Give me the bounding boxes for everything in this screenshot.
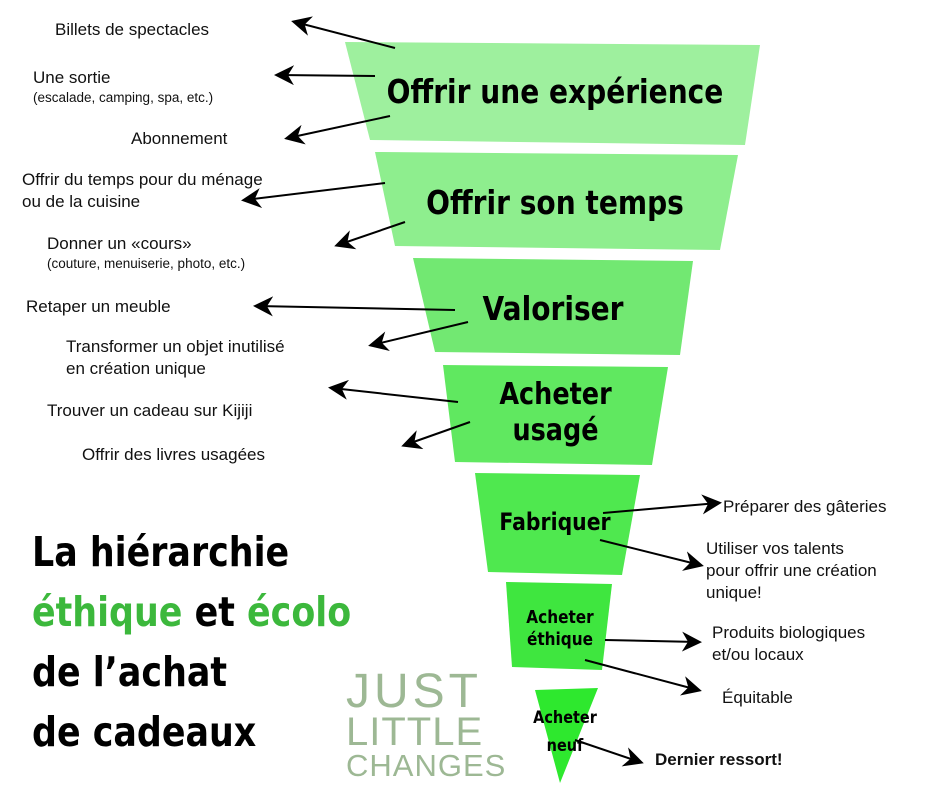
arrow	[274, 65, 376, 86]
title-accent: éthique	[32, 588, 183, 636]
arrow	[291, 16, 396, 49]
tier-label: Valoriser	[482, 289, 624, 328]
logo-line: CHANGES	[346, 748, 507, 783]
example-text: ou de la cuisine	[22, 192, 141, 211]
example-text: unique!	[706, 583, 762, 602]
title-line: de l’achat	[32, 648, 228, 696]
example-text: Offrir du temps pour du ménage	[22, 170, 263, 189]
title-accent: écolo	[247, 588, 352, 636]
tier-label-line: neuf	[546, 736, 584, 756]
example-label: Donner un «cours» (couture, menuiserie, p…	[47, 233, 245, 273]
title-text: et	[182, 588, 248, 636]
tier-6-shape	[506, 582, 612, 670]
example-subtext: (couture, menuiserie, photo, etc.)	[47, 256, 246, 271]
example-text: pour offrir une création	[706, 561, 877, 580]
arrow	[241, 182, 386, 208]
tier-label-line: usagé	[512, 413, 599, 448]
just-little-changes-logo: JUST LITTLE CHANGES	[346, 665, 507, 783]
arrow	[253, 296, 456, 317]
tier-3-shape	[413, 258, 693, 355]
tier-4-shape	[443, 365, 668, 465]
tier-label-line: éthique	[526, 628, 594, 650]
tier-label: Offrir son temps	[426, 183, 684, 222]
example-text: en création unique	[66, 359, 206, 378]
example-subtext: (escalade, camping, spa, etc.)	[33, 90, 214, 105]
arrow	[584, 659, 702, 696]
example-label: Billets de spectacles	[55, 20, 210, 39]
arrow	[401, 421, 471, 450]
example-text: et/ou locaux	[712, 645, 804, 664]
example-label: Trouver un cadeau sur Kijiji	[47, 401, 253, 420]
example-label: Offrir du temps pour du ménage ou de la c…	[22, 169, 263, 213]
example-text: Produits biologiques	[712, 623, 866, 642]
title-line: éthique et écolo	[32, 582, 351, 642]
arrow	[368, 321, 469, 351]
example-text: Donner un «cours»	[47, 234, 192, 253]
example-label: Retaper un meuble	[26, 297, 171, 316]
arrow	[604, 631, 702, 652]
example-label: Offrir des livres usagées	[82, 445, 265, 464]
tier-1-shape	[345, 42, 760, 145]
tier-label-line: Acheter	[533, 708, 597, 728]
arrow	[284, 115, 391, 145]
example-label: Préparer des gâteries	[723, 497, 887, 516]
tier-label-line: Acheter	[499, 377, 612, 412]
tier-5-shape	[475, 473, 640, 575]
title-line: de cadeaux	[32, 708, 257, 756]
tier-label: Acheter neuf	[518, 704, 612, 760]
tier-label-line: Acheter	[526, 607, 594, 628]
tier-label: Fabriquer	[499, 508, 611, 536]
example-label: Utiliser vos talents pour offrir une créa…	[706, 538, 877, 604]
arrow	[574, 739, 644, 767]
example-label: Abonnement	[131, 129, 228, 148]
arrow	[602, 494, 722, 515]
arrow	[599, 539, 704, 571]
arrow	[334, 221, 406, 250]
example-text: Une sortie	[33, 68, 111, 87]
example-label: Une sortie (escalade, camping, spa, etc.)	[33, 67, 213, 107]
title-line: La hiérarchie	[32, 528, 290, 576]
example-label: Dernier ressort!	[655, 750, 783, 769]
tier-7-shape	[535, 688, 598, 783]
example-label: Produits biologiques et/ou locaux	[712, 622, 865, 666]
logo-line: JUST	[346, 665, 482, 718]
example-label: Équitable	[722, 688, 793, 707]
example-label: Transformer un objet inutilisé en créatio…	[66, 336, 285, 380]
arrows	[241, 16, 722, 767]
example-text: Utiliser vos talents	[706, 539, 844, 558]
tier-label: Offrir une expérience	[386, 72, 724, 111]
logo-line: LITTLE	[346, 710, 484, 754]
example-text: Transformer un objet inutilisé	[66, 337, 285, 356]
tier-2-shape	[375, 152, 738, 250]
infographic-title: La hiérarchie éthique et écolo de l’acha…	[32, 522, 351, 762]
arrow	[328, 379, 459, 403]
